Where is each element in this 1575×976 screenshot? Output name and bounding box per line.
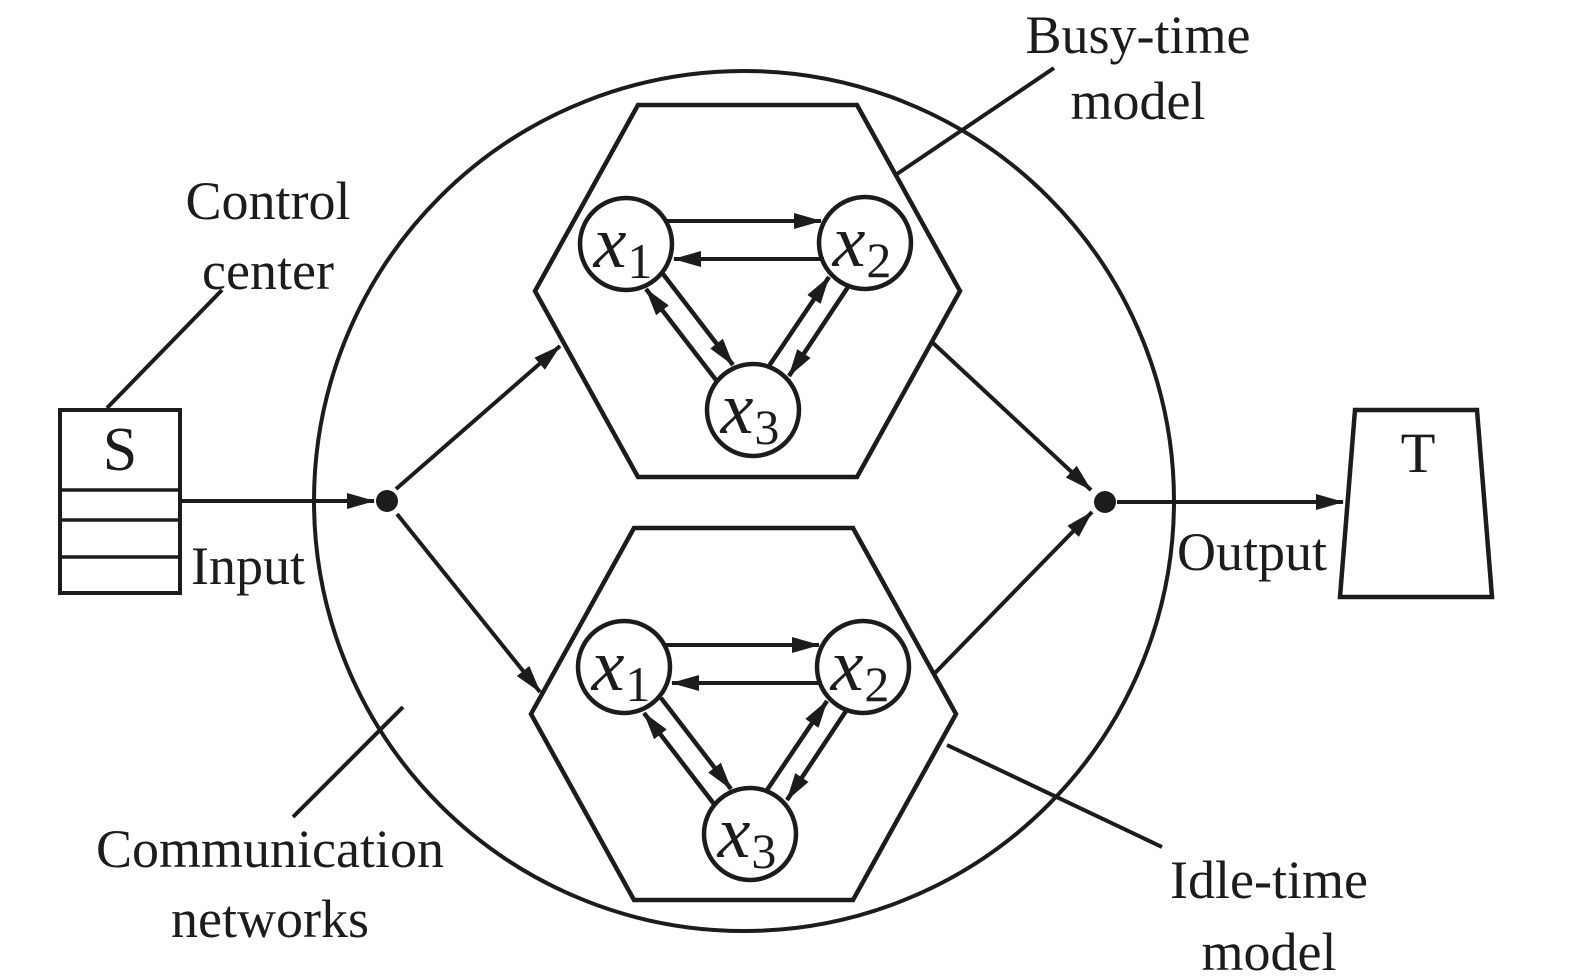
idle-node-x1-circle bbox=[575, 618, 673, 716]
idle-node-x2-sub: 2 bbox=[864, 656, 890, 713]
idle-time-model-label: Idle-time model bbox=[1138, 844, 1400, 976]
busy-node-x3-circle bbox=[704, 361, 802, 459]
idle-model-leader-line bbox=[946, 743, 1163, 849]
idle-node-x3-circle bbox=[701, 785, 799, 883]
busy-node-x3-base: x bbox=[720, 368, 754, 451]
idle-node-x2-circle bbox=[814, 618, 912, 716]
busy-model-line2: model bbox=[1070, 71, 1206, 131]
source-label: S bbox=[102, 416, 138, 484]
idle-model-line1: Idle-time bbox=[1170, 850, 1368, 910]
idle-node-x1-sub: 1 bbox=[625, 656, 651, 713]
busy-node-x2-sub: 2 bbox=[866, 232, 892, 289]
target-label: T bbox=[1400, 422, 1436, 485]
idle-node-x2-base: x bbox=[830, 625, 864, 708]
idle-node-x1-base: x bbox=[591, 625, 625, 708]
junction-to-busy-arrow bbox=[394, 344, 562, 491]
control-center-line1: Control bbox=[185, 171, 351, 231]
busy-to-junction-arrow bbox=[930, 340, 1093, 492]
edge-x3-to-x1 bbox=[642, 711, 716, 806]
edge-x3-to-x2 bbox=[765, 699, 829, 792]
output-junction-dot bbox=[1094, 491, 1116, 513]
idle-model-line2: model bbox=[1201, 922, 1337, 976]
idle-node-x3-sub: 3 bbox=[751, 823, 777, 880]
control-center-line2: center bbox=[202, 241, 334, 301]
busy-node-x2-circle bbox=[816, 194, 914, 292]
edge-x3-to-x2 bbox=[767, 275, 831, 368]
network-line1: Communication bbox=[96, 819, 444, 879]
idle-model-edges bbox=[642, 637, 848, 806]
busy-node-x1-base: x bbox=[593, 202, 627, 285]
edge-x3-to-x1 bbox=[644, 287, 718, 382]
communication-networks-label: Communication networks bbox=[84, 814, 456, 954]
busy-node-x3-sub: 3 bbox=[754, 399, 780, 456]
output-label: Output bbox=[1177, 522, 1328, 582]
busy-model-leader-line bbox=[895, 66, 1056, 176]
edge-x2-to-x3 bbox=[785, 709, 848, 802]
junction-to-idle-arrow bbox=[395, 512, 542, 694]
network-line2: networks bbox=[171, 889, 369, 949]
target-trapezoid bbox=[1337, 407, 1495, 600]
edge-x2-to-x3 bbox=[787, 285, 850, 378]
busy-node-x1-sub: 1 bbox=[627, 233, 653, 290]
control-center-label: Control center bbox=[138, 166, 398, 306]
input-junction-dot bbox=[376, 490, 398, 512]
busy-time-model-label: Busy-time model bbox=[1006, 2, 1270, 134]
busy-model-line1: Busy-time bbox=[1025, 5, 1251, 65]
busy-model-edges bbox=[644, 213, 850, 382]
idle-to-junction-arrow bbox=[932, 510, 1094, 676]
busy-node-x2-base: x bbox=[832, 201, 866, 284]
edge-x1-to-x3 bbox=[661, 272, 735, 367]
source-box bbox=[58, 408, 182, 595]
input-label: Input bbox=[191, 536, 305, 596]
busy-node-x1-circle bbox=[577, 195, 675, 293]
control-center-leader-line bbox=[105, 288, 224, 410]
edge-x1-to-x3 bbox=[659, 696, 733, 791]
communication-networks-leader-line bbox=[291, 705, 405, 819]
idle-node-x3-base: x bbox=[717, 792, 751, 875]
